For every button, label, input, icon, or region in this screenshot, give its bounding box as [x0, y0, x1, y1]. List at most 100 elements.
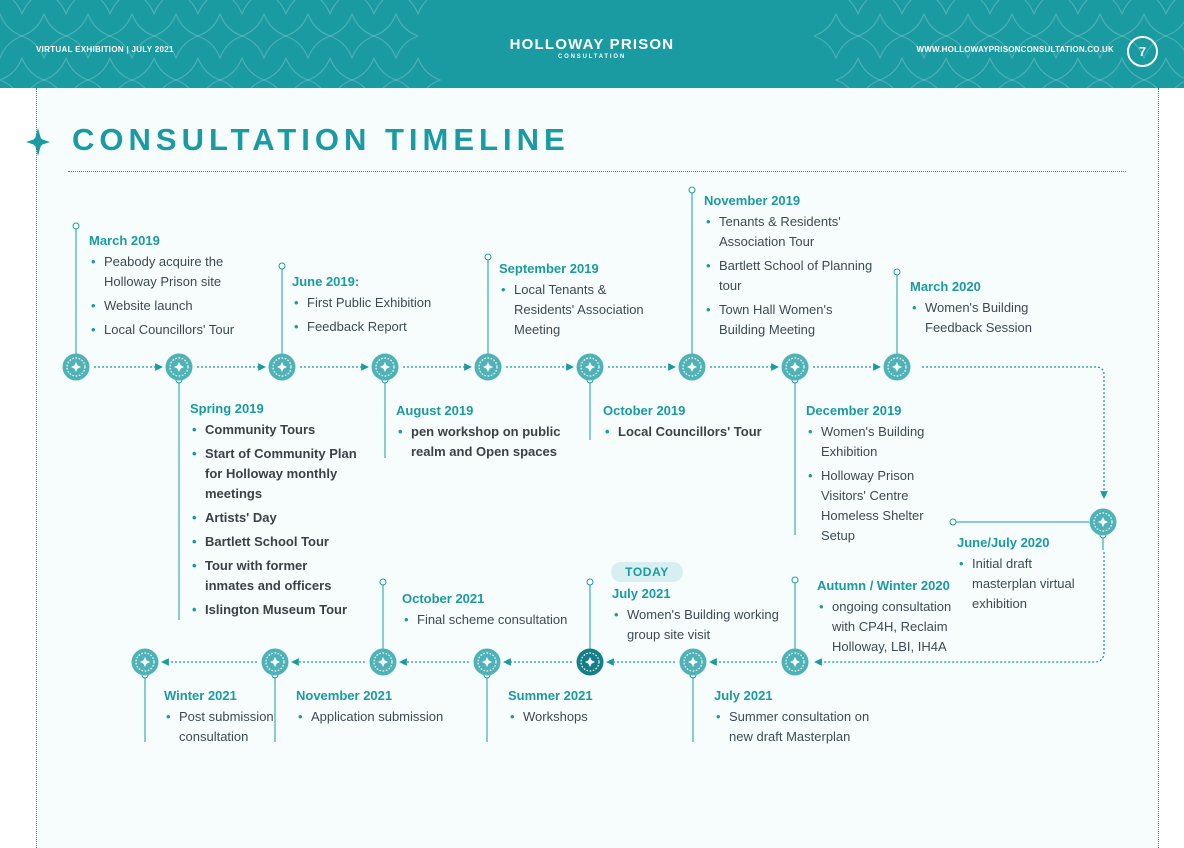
event-item: Final scheme consultation	[402, 610, 592, 630]
stem-end-dot	[893, 268, 901, 276]
event-item: Website launch	[89, 296, 259, 316]
event-item: Artists' Day	[190, 508, 360, 528]
stem-end-dot	[379, 578, 387, 586]
timeline-connector	[814, 552, 1105, 666]
stem-end-dot	[484, 253, 492, 261]
today-badge: TODAY	[611, 562, 683, 582]
event-item: pen workshop on public realm and Open sp…	[396, 422, 576, 462]
event-item: Local Tenants & Residents' Association M…	[499, 280, 669, 340]
timeline-node	[165, 353, 193, 381]
event-date: November 2019	[704, 193, 801, 208]
stem-end-dot	[72, 222, 80, 230]
diamond-icon	[26, 128, 50, 156]
event-autumn-winter-2020: Autumn / Winter 2020 ongoing consultatio…	[817, 576, 967, 661]
event-item: Local Councillors' Tour	[89, 320, 259, 340]
event-june-july-2020: June/July 2020 Initial draft masterplan …	[957, 533, 1097, 618]
event-date: March 2019	[89, 233, 160, 248]
page-number: 7	[1127, 36, 1158, 67]
timeline-node	[268, 353, 296, 381]
timeline-connector	[922, 366, 1108, 499]
event-date: March 2020	[910, 279, 981, 294]
event-item: Tenants & Residents' Association Tour	[704, 212, 874, 252]
timeline-node	[883, 353, 911, 381]
timeline-node	[576, 648, 604, 676]
website-link[interactable]: WWW.HOLLOWAYPRISONCONSULTATION.CO.UK	[916, 45, 1114, 54]
timeline-node	[781, 353, 809, 381]
exhibition-label: VIRTUAL EXHIBITION | JULY 2021	[36, 45, 174, 54]
event-date: November 2021	[296, 688, 393, 703]
event-item: Town Hall Women's Building Meeting	[704, 300, 874, 340]
event-spring-2019: Spring 2019 Community Tours Start of Com…	[190, 399, 360, 624]
brand-title: HOLLOWAY PRISON	[509, 36, 675, 53]
timeline-node	[473, 648, 501, 676]
event-date: Summer 2021	[508, 688, 593, 703]
event-october-2019: October 2019 Local Councillors' Tour	[603, 401, 783, 446]
event-september-2019: September 2019 Local Tenants & Residents…	[499, 259, 669, 344]
event-item: First Public Exhibition	[292, 293, 462, 313]
event-june-2019: June 2019: First Public Exhibition Feedb…	[292, 272, 462, 341]
event-date: Spring 2019	[190, 401, 264, 416]
title-divider	[68, 171, 1126, 172]
event-date: June/July 2020	[957, 535, 1050, 550]
event-item: Post submission consultation	[164, 707, 274, 747]
event-october-2021: October 2021 Final scheme consultation	[402, 589, 592, 634]
event-item: ongoing consultation with CP4H, Reclaim …	[817, 597, 967, 657]
event-march-2019: March 2019 Peabody acquire the Holloway …	[89, 231, 259, 344]
event-date: Winter 2021	[164, 688, 237, 703]
timeline-node	[474, 353, 502, 381]
event-item: Islington Museum Tour	[190, 600, 360, 620]
event-date: July 2021	[714, 688, 773, 703]
event-item: Summer consultation on new draft Masterp…	[714, 707, 889, 747]
event-date: October 2019	[603, 403, 686, 418]
timeline-node	[576, 353, 604, 381]
timeline-node	[679, 648, 707, 676]
event-item: Holloway Prison Visitors' Centre Homeles…	[806, 466, 956, 546]
event-item: Tour with former inmates and officers	[190, 556, 360, 596]
event-item: Bartlett School Tour	[190, 532, 360, 552]
event-august-2019: August 2019 pen workshop on public realm…	[396, 401, 576, 466]
timeline-node	[131, 648, 159, 676]
event-item: Initial draft masterplan virtual exhibit…	[957, 554, 1097, 614]
brand-subtitle: CONSULTATION	[558, 54, 626, 60]
header-banner: VIRTUAL EXHIBITION | JULY 2021 HOLLOWAY …	[0, 0, 1184, 88]
timeline-node	[678, 353, 706, 381]
event-date: June 2019:	[292, 274, 360, 289]
event-november-2021: November 2021 Application submission	[296, 686, 476, 731]
event-item: Peabody acquire the Holloway Prison site	[89, 252, 259, 292]
event-november-2019: November 2019 Tenants & Residents' Assoc…	[704, 191, 874, 344]
timeline-node	[261, 648, 289, 676]
event-item: Women's Building Exhibition	[806, 422, 956, 462]
event-date: July 2021	[612, 586, 671, 601]
event-item: Women's Building Feedback Session	[910, 298, 1070, 338]
event-date: September 2019	[499, 261, 599, 276]
event-december-2019: December 2019 Women's Building Exhibitio…	[806, 401, 956, 550]
stem-end-dot	[586, 578, 594, 586]
timeline-node	[781, 648, 809, 676]
event-item: Women's Building working group site visi…	[612, 605, 787, 645]
event-july-2021-site-visit: July 2021 Women's Building working group…	[612, 584, 787, 649]
event-item: Workshops	[508, 707, 658, 727]
page-title: CONSULTATION TIMELINE	[72, 122, 570, 157]
brand-logo: HOLLOWAY PRISON CONSULTATION	[0, 36, 1184, 61]
lattice-pattern	[0, 0, 1184, 88]
event-date: December 2019	[806, 403, 902, 418]
event-date: October 2021	[402, 591, 485, 606]
stem-end-dot	[791, 576, 799, 584]
event-item: Application submission	[296, 707, 476, 727]
event-item: Community Tours	[190, 420, 360, 440]
event-date: August 2019	[396, 403, 474, 418]
event-item: Start of Community Plan for Holloway mon…	[190, 444, 360, 504]
stem-end-dot	[278, 262, 286, 270]
event-winter-2021: Winter 2021 Post submission consultation	[164, 686, 274, 751]
event-item: Bartlett School of Planning tour	[704, 256, 874, 296]
event-item: Feedback Report	[292, 317, 462, 337]
timeline-node	[1089, 508, 1117, 536]
timeline-node	[369, 648, 397, 676]
timeline-node	[62, 353, 90, 381]
event-summer-2021: Summer 2021 Workshops	[508, 686, 658, 731]
timeline-node	[371, 353, 399, 381]
event-march-2020: March 2020 Women's Building Feedback Ses…	[910, 277, 1070, 342]
stem-end-dot	[688, 186, 696, 194]
event-item: Local Councillors' Tour	[603, 422, 783, 442]
